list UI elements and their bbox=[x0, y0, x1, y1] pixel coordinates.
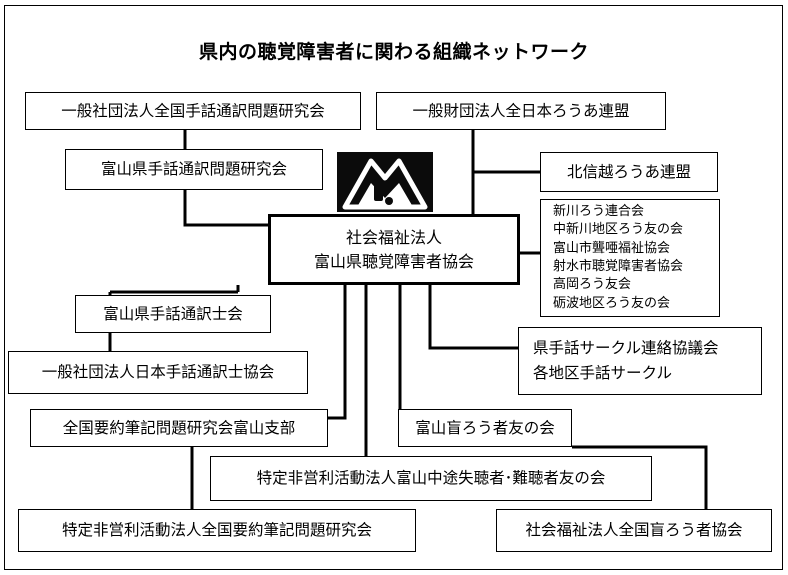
deaf-association-emblem-icon bbox=[337, 152, 433, 212]
org-summary-writing-national: 特定非営利活動法人全国要約筆記問題研究会 bbox=[18, 509, 416, 552]
center-org-type: 社会福祉法人 bbox=[345, 228, 442, 248]
diagram-title: 県内の聴覚障害者に関わる組織ネットワーク bbox=[198, 41, 589, 63]
connector-deafblind bbox=[398, 285, 708, 509]
list-item: 射水市聴覚障害者協会 bbox=[553, 259, 684, 274]
center-org-name: 富山県聴覚障害者協会 bbox=[313, 251, 474, 271]
connector-summary bbox=[190, 285, 347, 509]
list-item: 中新川地区ろう友の会 bbox=[553, 222, 684, 238]
circles-local: 各地区手話サークル bbox=[533, 364, 673, 382]
connector-circles bbox=[428, 285, 518, 350]
list-item: 富山市聾唖福祉協会 bbox=[553, 240, 671, 256]
org-jfd: 一般財団法人全日本ろうあ連盟 bbox=[376, 92, 666, 130]
org-hokushinetsu: 北信越ろうあ連盟 bbox=[540, 152, 718, 192]
org-sign-circles: 県手話サークル連絡協議会 各地区手話サークル bbox=[518, 327, 762, 395]
org-interpreter-toyama: 富山県手話通訳士会 bbox=[75, 295, 271, 333]
org-shuwa-tsuyaku-national: 一般社団法人全国手話通訳問題研究会 bbox=[25, 92, 361, 130]
org-interpreter-national: 一般社団法人日本手話通訳士協会 bbox=[8, 351, 308, 394]
org-deafblind-toyama: 富山盲ろう者友の会 bbox=[398, 409, 572, 447]
org-shuwa-tsuyaku-toyama: 富山県手話通訳問題研究会 bbox=[65, 149, 323, 190]
center-org-toyama-deaf-association: 社会福祉法人 富山県聴覚障害者協会 bbox=[268, 214, 520, 285]
local-associations-list: 新川ろう連合会 中新川地区ろう友の会 富山市聾唖福祉協会 射水市聴覚障害者協会 … bbox=[540, 199, 720, 317]
org-summary-writing-toyama: 全国要約筆記問題研究会富山支部 bbox=[30, 409, 328, 447]
org-deafblind-national: 社会福祉法人全国盲ろう者協会 bbox=[496, 509, 772, 552]
connector-shuwa-toyama bbox=[183, 190, 268, 227]
list-item: 砺波地区ろう友の会 bbox=[553, 295, 671, 311]
circles-council: 県手話サークル連絡協議会 bbox=[533, 339, 719, 358]
connector-interpreter bbox=[108, 285, 240, 351]
org-chuto-shicho-nancho: 特定非営利活動法人富山中途失聴者･難聴者友の会 bbox=[210, 456, 652, 501]
list-item: 新川ろう連合会 bbox=[553, 203, 645, 219]
diagram-frame bbox=[4, 5, 783, 570]
list-item: 高岡ろう友会 bbox=[553, 277, 632, 293]
